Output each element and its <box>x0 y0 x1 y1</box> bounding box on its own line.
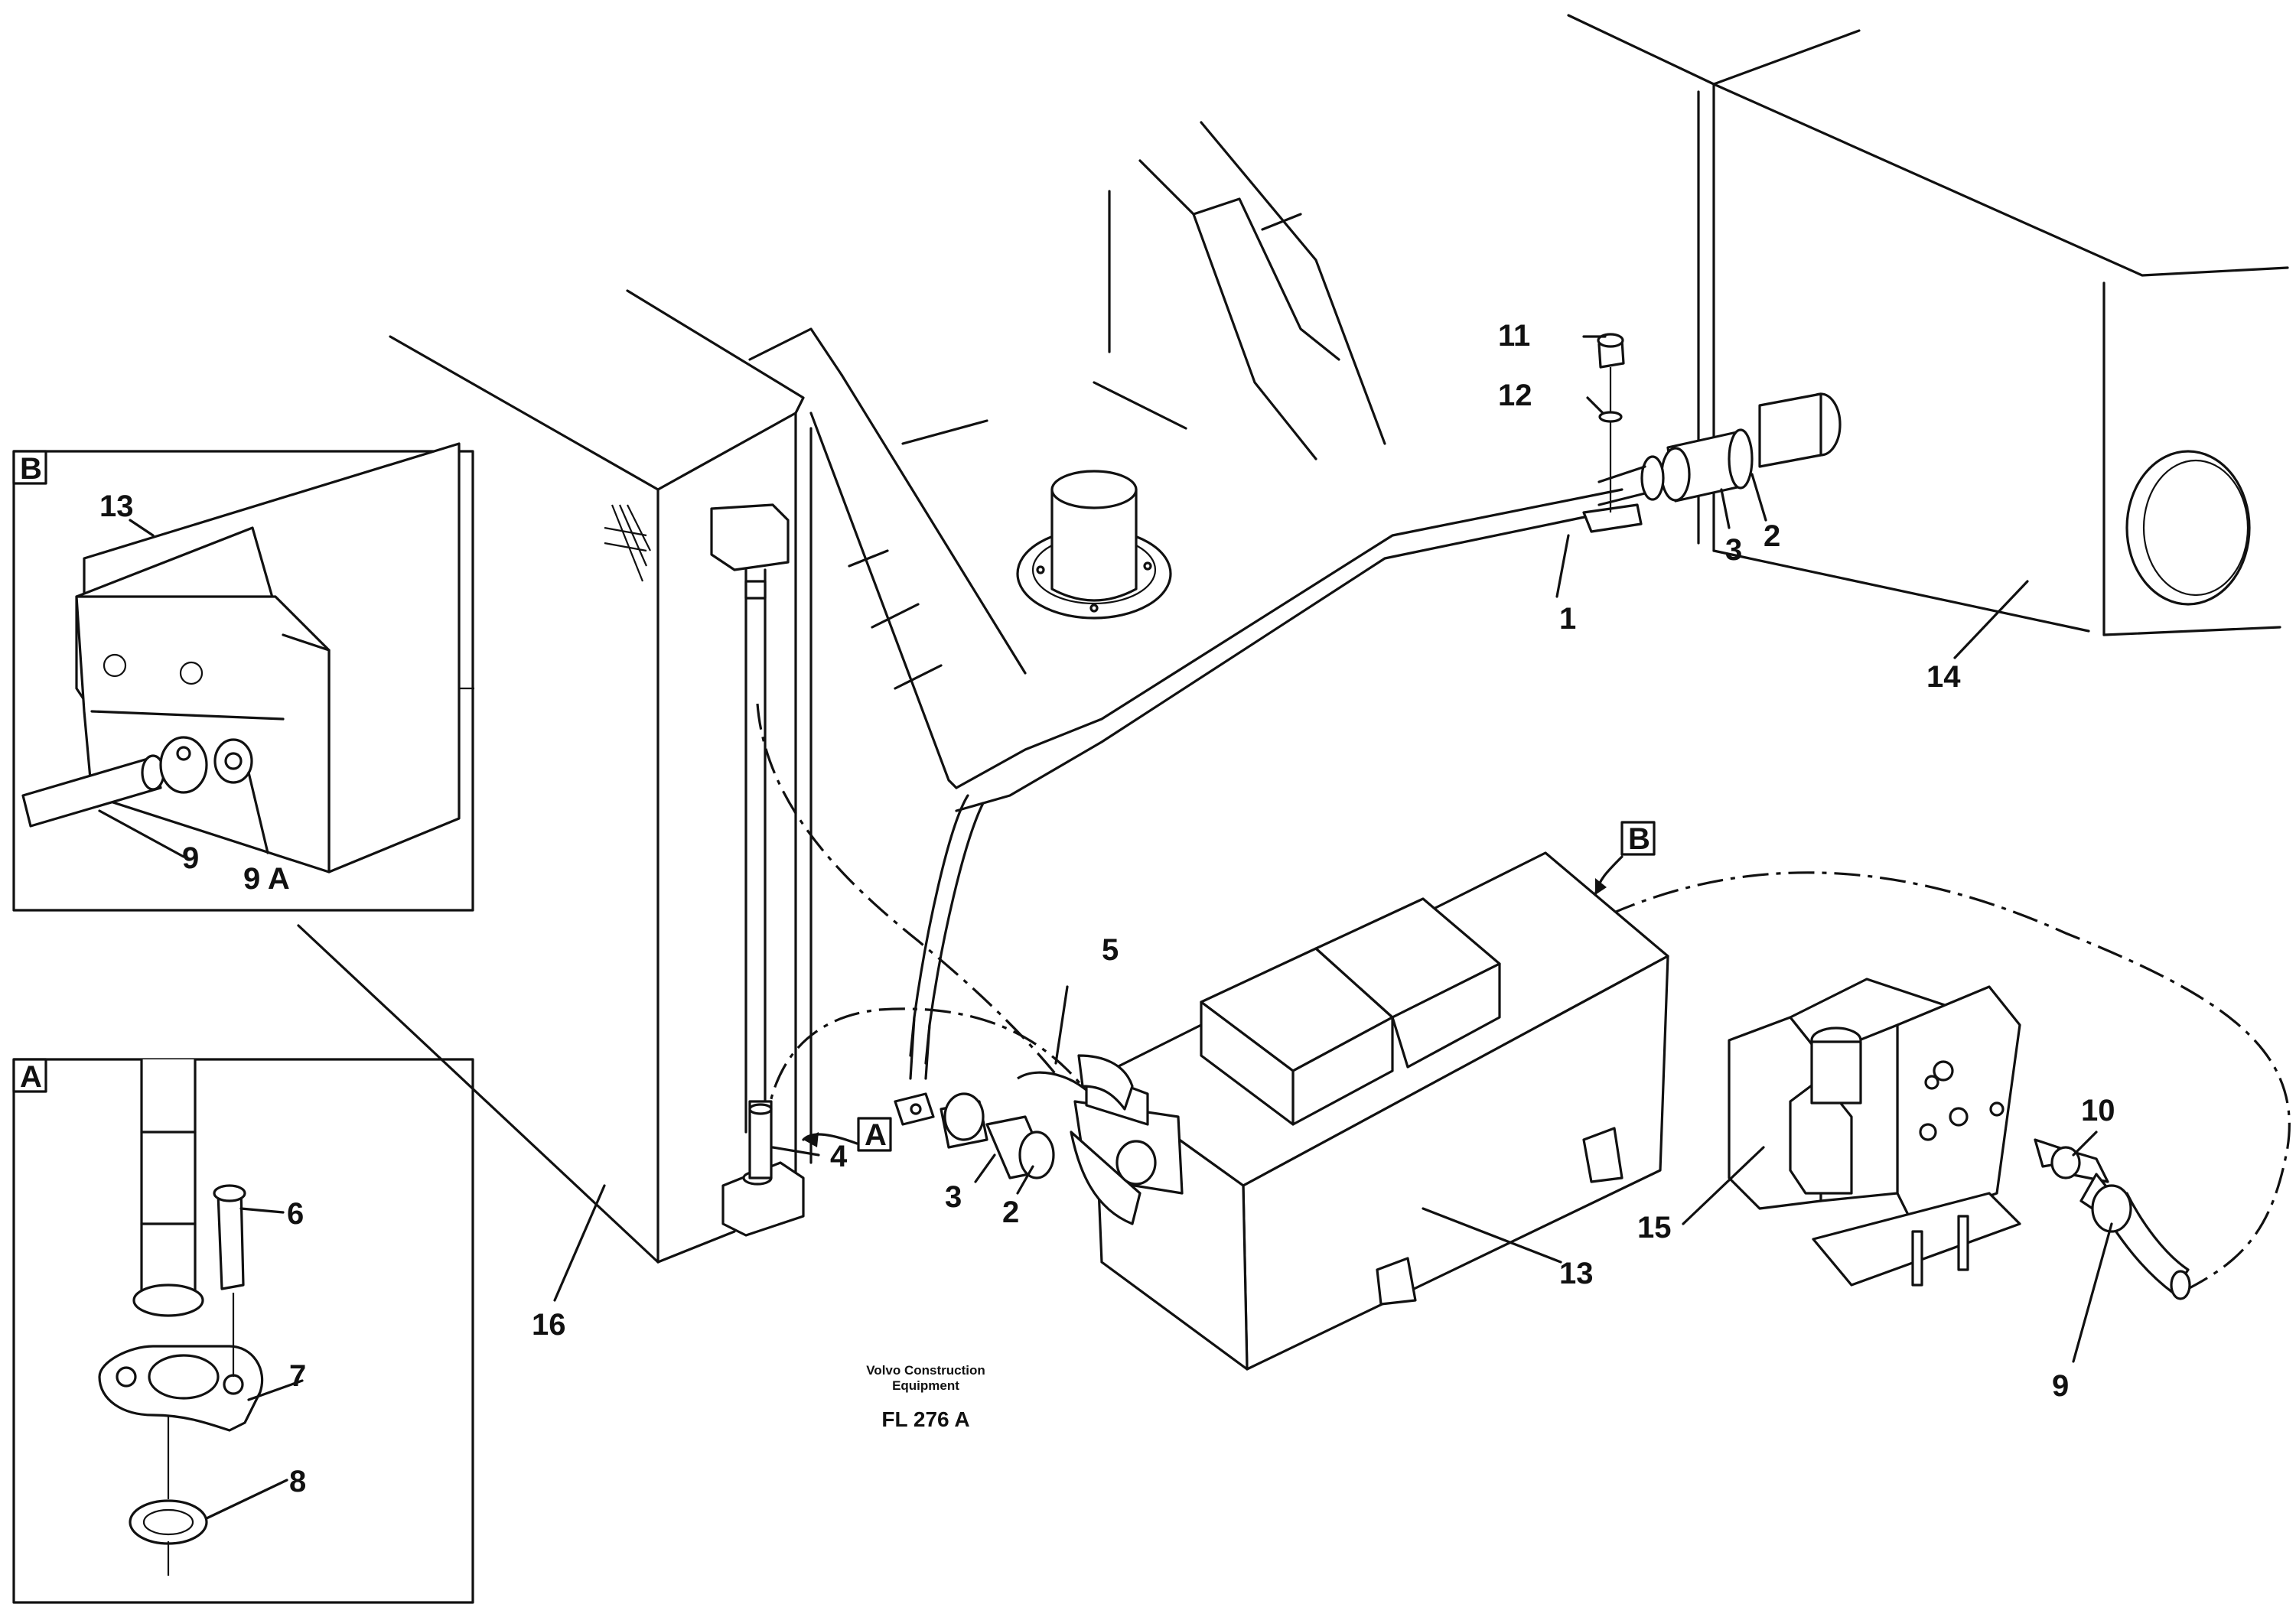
leader-lines <box>98 335 2113 1520</box>
callout-9-detail-b: 9 <box>182 841 199 875</box>
callout-2-top: 2 <box>1764 519 1780 553</box>
detail-view-a-tag: A <box>20 1060 42 1094</box>
view-ref-b: B <box>1628 822 1650 856</box>
view-ref-b-box <box>1620 821 1656 856</box>
box-14 <box>1567 14 2289 636</box>
figure-code: FL 276 A <box>881 1407 969 1431</box>
detail-view-b <box>12 442 474 912</box>
hoses <box>756 703 2291 1294</box>
manufacturer-line-2: Equipment <box>892 1378 959 1393</box>
block-a <box>721 1100 805 1237</box>
callout-8: 8 <box>289 1465 306 1498</box>
manufacturer-line-1: Volvo Construction <box>866 1363 985 1378</box>
callout-15: 15 <box>1637 1211 1672 1244</box>
fittings-9-10 <box>2034 1138 2191 1300</box>
arrow-head-a <box>803 1132 819 1147</box>
tank-13 <box>1093 851 1669 1371</box>
callout-6: 6 <box>287 1197 304 1231</box>
arrow-head-b <box>1595 878 1607 895</box>
callout-16: 16 <box>532 1308 566 1342</box>
callout-1: 1 <box>1559 602 1576 636</box>
pipe-1 <box>1582 333 1842 533</box>
callout-2-bottom: 2 <box>1002 1196 1019 1229</box>
callout-3-top: 3 <box>1725 533 1742 567</box>
callout-5: 5 <box>1102 933 1119 967</box>
callout-3-bottom: 3 <box>945 1180 962 1214</box>
detail-view-b-tag: B <box>20 452 42 486</box>
callout-4: 4 <box>830 1140 848 1173</box>
callout-13-detail-b: 13 <box>99 490 134 523</box>
callout-10: 10 <box>2081 1094 2115 1127</box>
machine-frame <box>297 289 843 1264</box>
view-ref-a-box <box>857 1117 892 1152</box>
callout-12: 12 <box>1498 379 1532 412</box>
view-ref-a: A <box>865 1118 887 1152</box>
callout-7: 7 <box>289 1359 306 1393</box>
callout-9a-detail-b: 9 A <box>243 862 290 896</box>
central-structure <box>809 121 1623 1065</box>
valve-block-15 <box>1728 978 2021 1287</box>
callout-9-main: 9 <box>2052 1369 2069 1403</box>
callout-13-main: 13 <box>1559 1257 1594 1290</box>
callout-11: 11 <box>1498 319 1530 353</box>
callout-14: 14 <box>1926 660 1961 694</box>
fitting-cluster <box>894 1054 1184 1225</box>
filler-neck <box>1016 470 1172 620</box>
detail-view-a <box>12 1058 474 1604</box>
